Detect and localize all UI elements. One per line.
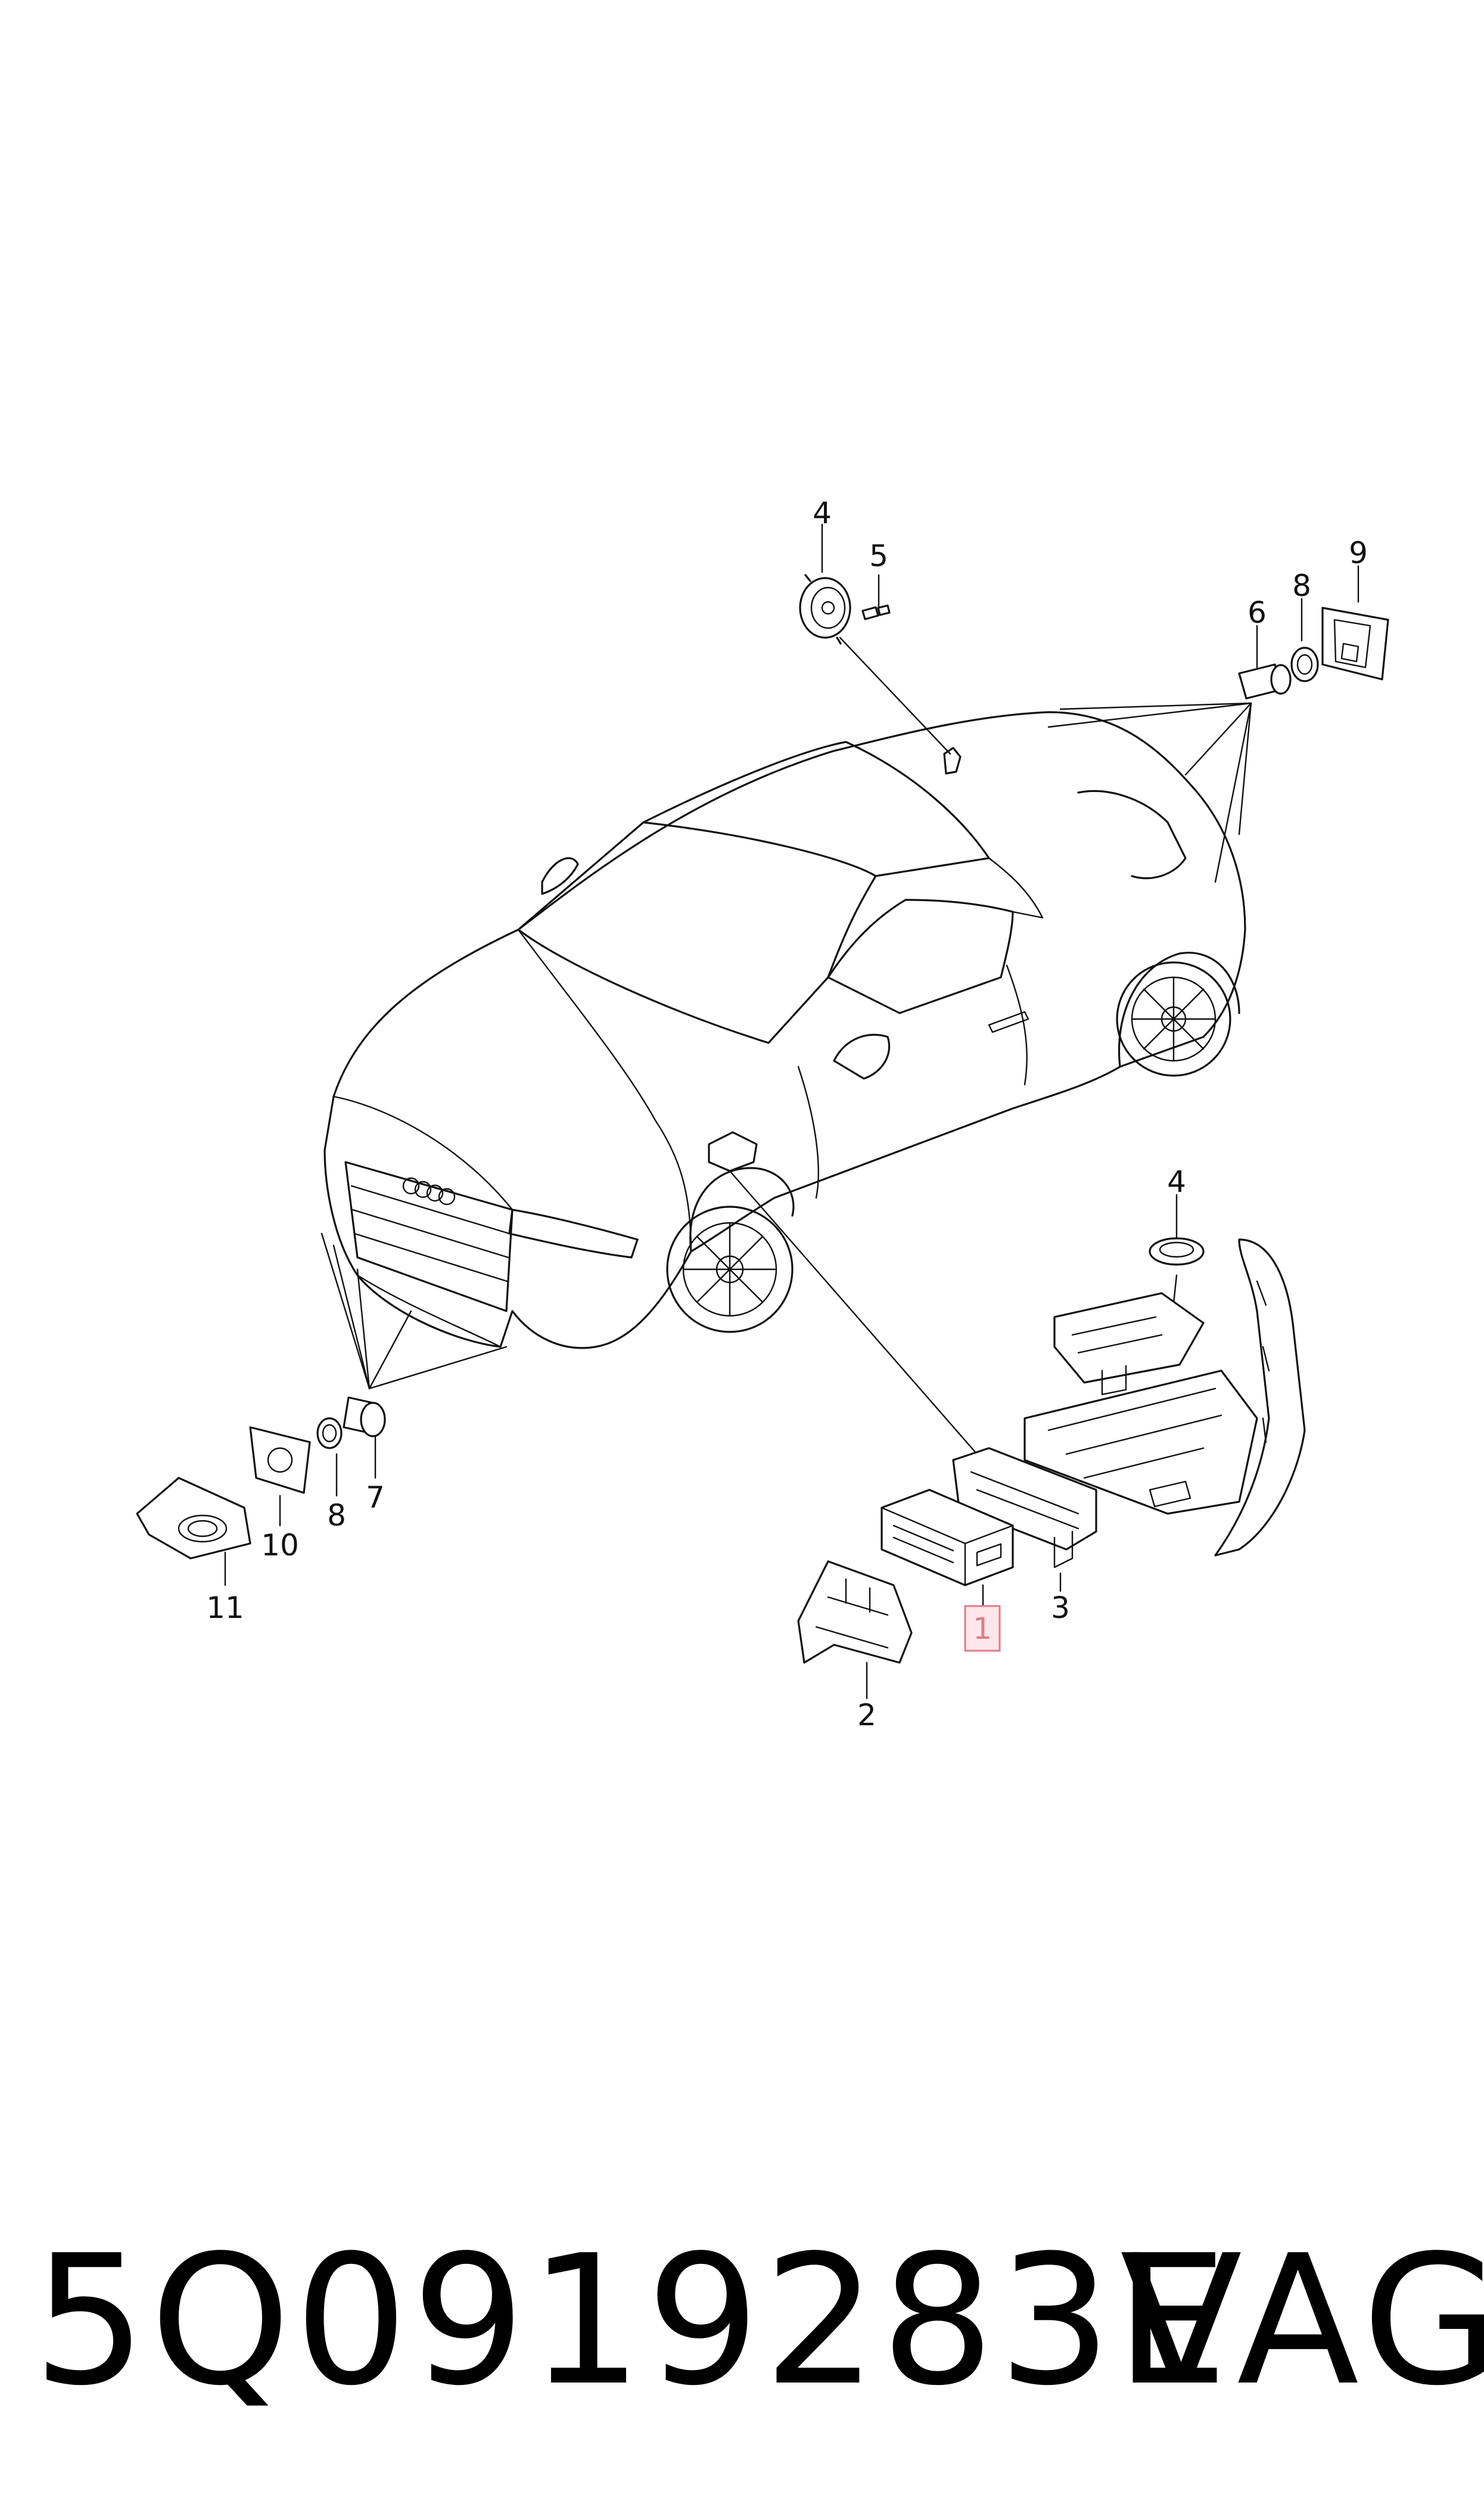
callout-8-right: 8	[1292, 569, 1311, 603]
speaker-part-top	[799, 574, 851, 645]
callout-6: 6	[1247, 595, 1267, 630]
mount-bracket-part	[797, 1560, 913, 1664]
highlight-box	[964, 1605, 1001, 1652]
callout-8-left: 8	[327, 1498, 346, 1533]
part-number: 5Q0919283E	[33, 2217, 1232, 2425]
callout-1: 1	[973, 1611, 992, 1646]
callout-10: 10	[261, 1528, 299, 1563]
seat-frame	[1214, 1238, 1306, 1557]
seal-ring-front	[316, 1417, 343, 1449]
callout-2: 2	[857, 1698, 876, 1732]
sensor-part-front	[343, 1396, 386, 1437]
lower-tray	[1023, 1369, 1258, 1515]
control-unit-part	[881, 1489, 1014, 1586]
callout-3: 3	[1051, 1591, 1070, 1625]
speaker-part-right	[1149, 1237, 1205, 1266]
brand-label: VAG	[1120, 2217, 1484, 2425]
parts-diagram: 4 5 6 8 9 4 7 8 10 11 3 2 1	[136, 496, 1389, 1732]
bracket-part-rear	[1321, 607, 1389, 681]
car-illustration	[323, 711, 1246, 1349]
callout-5: 5	[869, 539, 888, 573]
screw-part	[861, 604, 891, 620]
leader-lines	[224, 523, 1359, 1700]
callout-11: 11	[206, 1591, 244, 1625]
callout-7: 7	[366, 1480, 385, 1515]
bracket-part-front	[249, 1426, 311, 1494]
upper-tray	[1053, 1292, 1205, 1396]
callout-labels: 4 5 6 8 9 4 7 8 10 11 3 2 1	[206, 496, 1368, 1732]
holder-part-front	[136, 1477, 251, 1560]
callout-4-right: 4	[1167, 1164, 1186, 1199]
seal-ring-rear	[1290, 647, 1319, 682]
callout-9: 9	[1349, 536, 1368, 570]
sensor-part-rear	[1238, 663, 1292, 700]
callout-4-top: 4	[813, 496, 832, 530]
